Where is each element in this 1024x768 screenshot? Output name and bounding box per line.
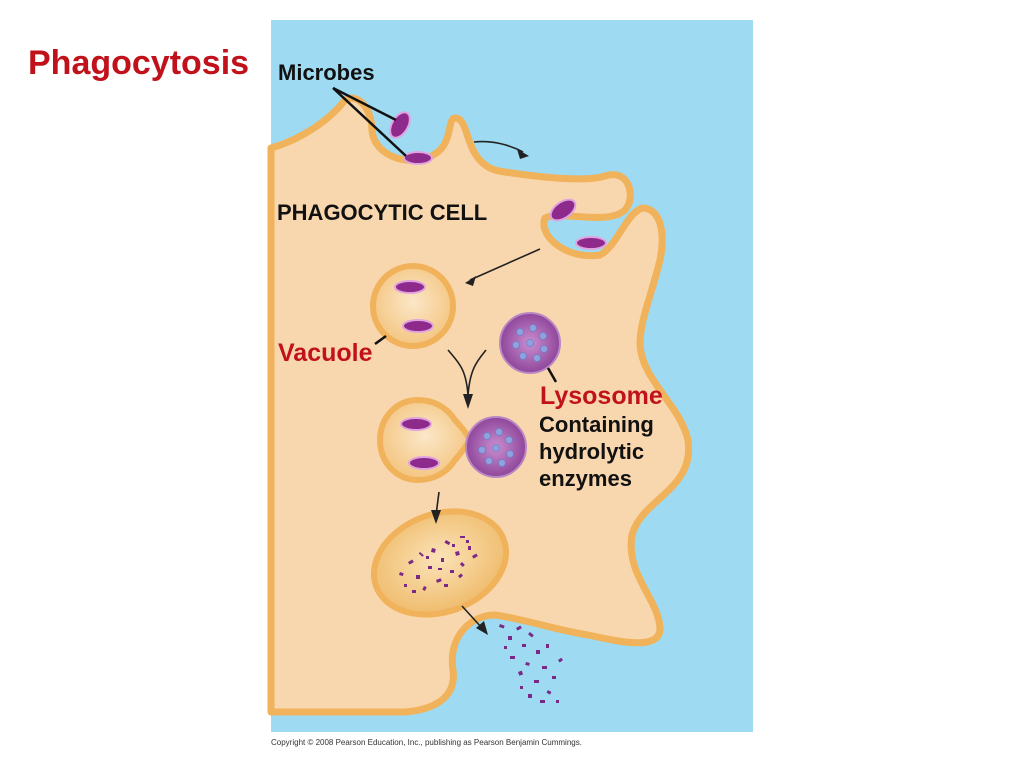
arrow-heads bbox=[431, 149, 529, 635]
lysosome-leader-line bbox=[546, 367, 558, 383]
process-arrows bbox=[435, 140, 541, 629]
enzyme-dots bbox=[512, 324, 548, 362]
expelled-debris bbox=[498, 624, 563, 703]
vacuole bbox=[370, 263, 456, 349]
microbe-icon bbox=[403, 151, 433, 165]
microbe-icon bbox=[575, 236, 607, 250]
enzyme-dots bbox=[478, 428, 514, 467]
microbes-leader-line bbox=[332, 87, 407, 157]
lysosome-label: Lysosome bbox=[540, 382, 663, 410]
copyright-notice: Copyright © 2008 Pearson Education, Inc.… bbox=[271, 738, 582, 747]
microbe-icon bbox=[408, 456, 440, 470]
vacuole-leader-line bbox=[374, 334, 387, 346]
microbe-icon bbox=[394, 280, 426, 294]
microbes-label: Microbes bbox=[278, 60, 375, 85]
lysosome-description-line: Containing bbox=[539, 412, 654, 437]
phagocytic-cell-label: PHAGOCYTIC CELL bbox=[277, 200, 488, 225]
lysosome-description-line: enzymes bbox=[539, 466, 632, 491]
vacuole-label: Vacuole bbox=[278, 339, 373, 367]
microbe-icon bbox=[400, 417, 432, 431]
lysosome-description: Containing hydrolytic enzymes bbox=[539, 411, 654, 492]
microbes-leader-line bbox=[332, 86, 397, 122]
microbe-icon bbox=[549, 198, 577, 222]
slide-title: Phagocytosis bbox=[28, 44, 250, 82]
lysosome-description-line: hydrolytic bbox=[539, 439, 645, 464]
digestive-vacuole bbox=[370, 508, 510, 618]
microbe-icon bbox=[402, 319, 434, 333]
digested-fragments bbox=[398, 536, 478, 593]
